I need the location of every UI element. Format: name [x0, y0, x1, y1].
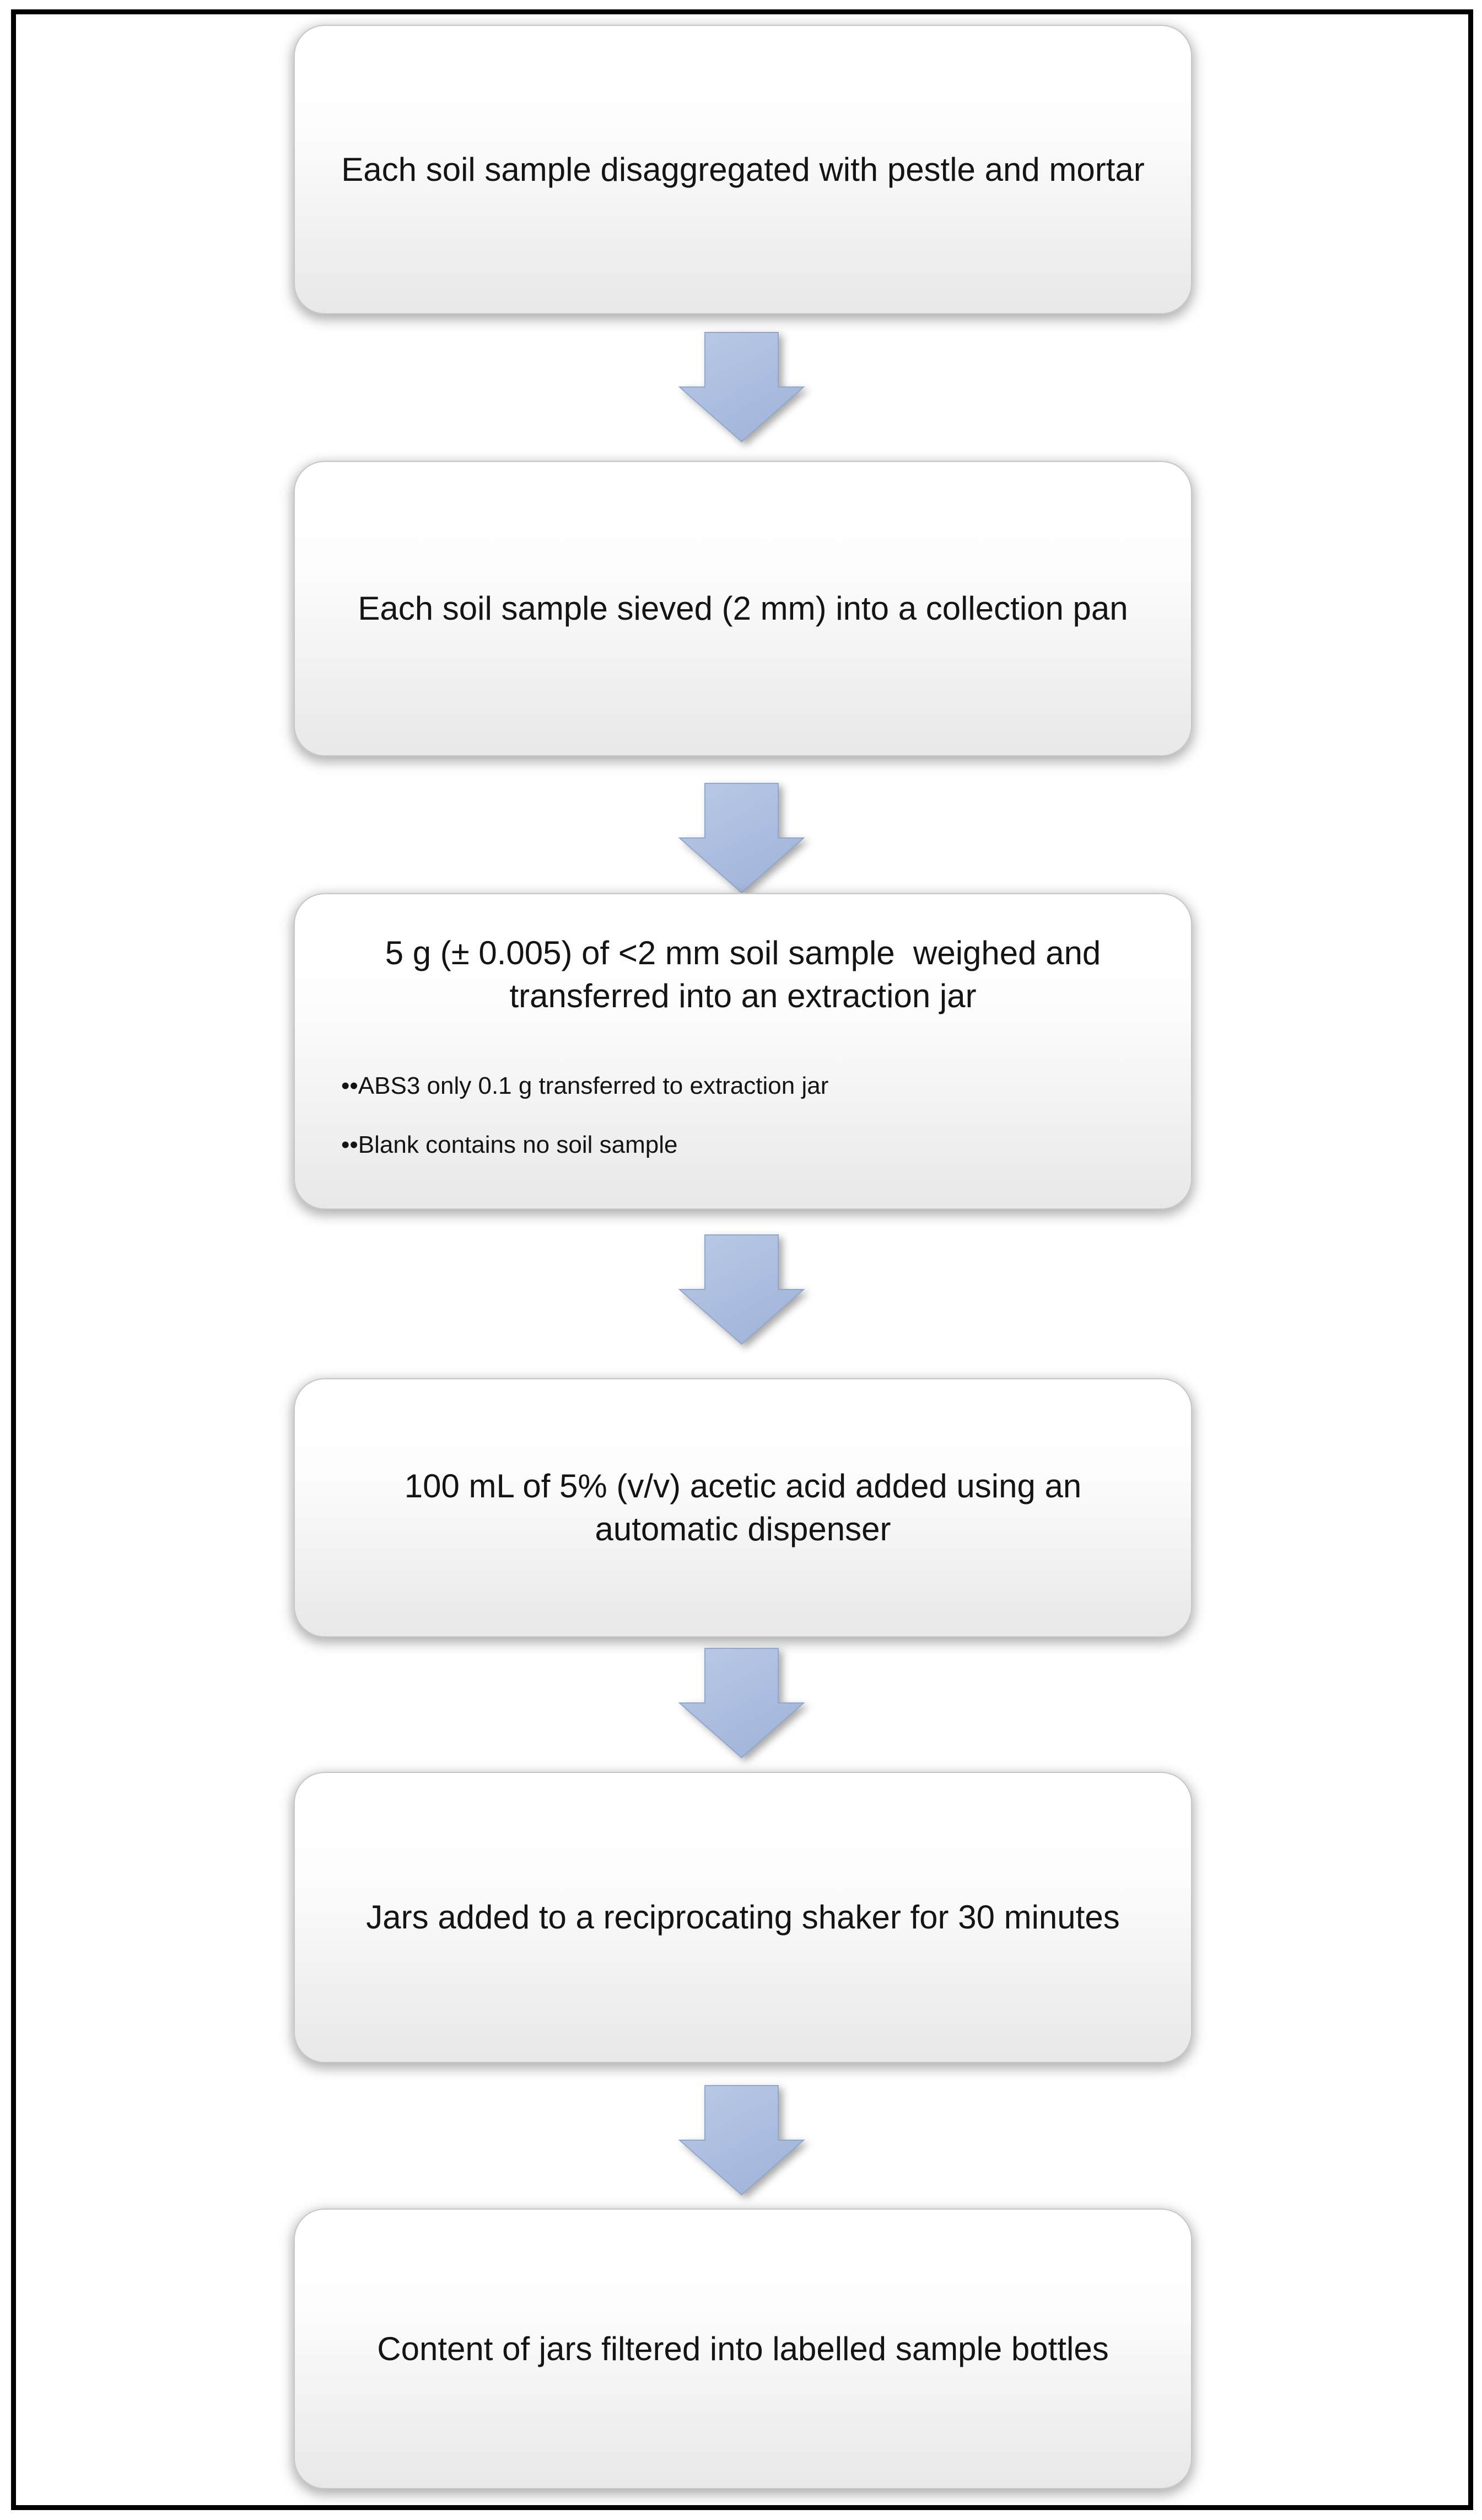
down-arrow-icon — [678, 783, 805, 894]
step-3-bullet-1: ••ABS3 only 0.1 g transferred to extract… — [341, 1072, 829, 1099]
flow-step-5: Jars added to a reciprocating shaker for… — [294, 1772, 1192, 2063]
down-arrow-icon — [678, 1234, 805, 1345]
down-arrow-icon — [678, 332, 805, 443]
step-3-text: 5 g (± 0.005) of <2 mm soil sample weigh… — [385, 934, 1110, 1014]
down-arrow-icon — [678, 2085, 805, 2196]
step-4-text: 100 mL of 5% (v/v) acetic acid added usi… — [404, 1468, 1091, 1548]
flow-step-1: Each soil sample disaggregated with pest… — [294, 25, 1192, 314]
step-3-bullet-list: ••ABS3 only 0.1 g transferred to extract… — [335, 1071, 1151, 1189]
flow-step-6: Content of jars filtered into labelled s… — [294, 2209, 1192, 2489]
step-6-text: Content of jars filtered into labelled s… — [377, 2330, 1109, 2367]
step-2-text: Each soil sample sieved (2 mm) into a co… — [358, 590, 1128, 627]
flow-step-2: Each soil sample sieved (2 mm) into a co… — [294, 461, 1192, 756]
down-arrow-icon — [678, 1648, 805, 1759]
flow-step-4: 100 mL of 5% (v/v) acetic acid added usi… — [294, 1378, 1192, 1637]
step-1-text: Each soil sample disaggregated with pest… — [341, 151, 1145, 188]
step-5-text: Jars added to a reciprocating shaker for… — [366, 1899, 1120, 1936]
flow-step-3: 5 g (± 0.005) of <2 mm soil sample weigh… — [294, 893, 1192, 1210]
step-3-bullet-2: ••Blank contains no soil sample — [341, 1131, 678, 1158]
